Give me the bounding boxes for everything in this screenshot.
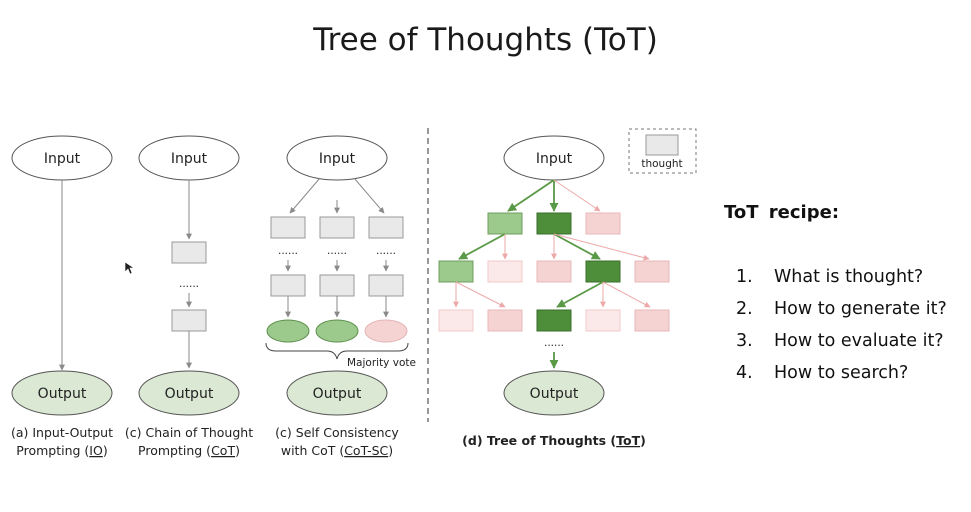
tot-thought-pink-light (585, 309, 621, 332)
majority-vote-label: Majority vote (347, 357, 416, 369)
cotsc-ellipsis: ...... (278, 245, 298, 257)
cotsc-thought (368, 274, 404, 297)
recipe-item: 3. How to evaluate it? (724, 325, 969, 357)
cotsc-input-node (286, 135, 388, 181)
cotsc-answer-green (315, 319, 359, 343)
tot-thought-dark-green (536, 309, 572, 332)
io-panel: Input Output (a) Input-Output Prompting … (11, 135, 113, 458)
tot-thought-pink (634, 260, 670, 283)
cot-thought-1 (171, 241, 207, 264)
cotsc-arrow (289, 177, 321, 214)
cotsc-output-node (286, 370, 388, 416)
tot-output-node (503, 370, 605, 416)
cotsc-answer-green (266, 319, 310, 343)
tot-edge-pink (455, 281, 506, 308)
cot-ellipsis: ...... (179, 278, 199, 290)
tot-thought-pink (487, 309, 523, 332)
cotsc-thought (270, 216, 306, 239)
tot-edge-green (458, 233, 506, 260)
recipe-item-number: 4. (736, 363, 753, 383)
cotsc-thought (270, 274, 306, 297)
cotsc-panel: Input ...... ...... ...... Majority vote… (265, 135, 416, 458)
cotsc-caption-line1: (c) Self Consistency (275, 425, 399, 440)
legend-thought-swatch (645, 134, 679, 156)
io-link[interactable]: IO (89, 443, 103, 458)
recipe-title: ToT recipe: (724, 202, 840, 223)
mouse-cursor-icon (124, 261, 135, 275)
tot-thought-pink (536, 260, 572, 283)
cotsc-ellipsis: ...... (376, 245, 396, 257)
tot-thought-dark-green (536, 212, 572, 235)
io-input-label: Input (44, 151, 81, 167)
tot-output-label: Output (530, 386, 579, 402)
tot-thought-pink-light (438, 309, 474, 332)
legend-thought-label: thought (641, 158, 682, 170)
cotsc-thought (319, 216, 355, 239)
cot-link[interactable]: CoT (211, 443, 235, 458)
tot-link[interactable]: ToT (616, 433, 640, 448)
recipe-list: 1. What is thought? 2. How to generate it?… (724, 261, 969, 389)
cotsc-caption-line2: with CoT (CoT-SC) (281, 443, 393, 458)
cot-input-label: Input (171, 151, 208, 167)
tot-thought-light-green (438, 260, 474, 283)
tot-thought-pink-light (487, 260, 523, 283)
cotsc-thought (319, 274, 355, 297)
tot-recipe: ToT recipe: 1. What is thought? 2. How to … (724, 202, 969, 389)
cotsc-link[interactable]: CoT-SC (344, 443, 388, 458)
tot-edge-pink (602, 281, 651, 308)
cotsc-ellipsis: ...... (327, 245, 347, 257)
recipe-item-text: How to generate it? (774, 299, 947, 319)
recipe-item: 4. How to search? (724, 357, 969, 389)
tot-caption: (d) Tree of Thoughts (ToT) (462, 433, 646, 448)
cotsc-arrow (353, 177, 385, 214)
cot-caption-line2: Prompting (CoT) (138, 443, 240, 458)
cotsc-answer-pink (364, 319, 408, 343)
cot-panel: Input ...... Output (c) Chain of Thought… (125, 135, 253, 458)
tot-thought-light-green (487, 212, 523, 235)
cot-thought-2 (171, 309, 207, 332)
cotsc-output-label: Output (313, 386, 362, 402)
tot-edge-green (556, 281, 604, 308)
cot-output-node (138, 370, 240, 416)
cot-caption-line1: (c) Chain of Thought (125, 425, 253, 440)
page-title: Tree of Thoughts (ToT) (313, 22, 658, 58)
tot-panel: thought Input ...... (438, 128, 697, 448)
recipe-item-text: How to evaluate it? (774, 331, 944, 351)
recipe-item: 1. What is thought? (724, 261, 969, 293)
tot-thought-pink (634, 309, 670, 332)
io-caption-line2: Prompting (IO) (16, 443, 107, 458)
legend-box (628, 128, 697, 174)
tot-edge-pink (553, 233, 650, 261)
io-caption-line1: (a) Input-Output (11, 425, 113, 440)
cotsc-input-label: Input (319, 151, 356, 167)
tot-input-label: Input (536, 151, 573, 167)
recipe-item-text: What is thought? (774, 267, 924, 287)
tot-thought-dark-green (585, 260, 621, 283)
tot-edge-green (507, 179, 555, 212)
recipe-item-number: 3. (736, 331, 753, 351)
recipe-item-number: 2. (736, 299, 753, 319)
tot-ellipsis: ...... (544, 337, 564, 349)
io-output-label: Output (38, 386, 87, 402)
recipe-item-number: 1. (736, 267, 753, 287)
tot-edge-pink (553, 179, 601, 212)
cot-output-label: Output (165, 386, 214, 402)
tot-edge-green (553, 233, 601, 260)
cotsc-thought (368, 216, 404, 239)
tot-thought-pink (585, 212, 621, 235)
majority-vote-brace (265, 342, 409, 360)
recipe-item: 2. How to generate it? (724, 293, 969, 325)
recipe-item-text: How to search? (774, 363, 909, 383)
io-output-node (11, 370, 113, 416)
